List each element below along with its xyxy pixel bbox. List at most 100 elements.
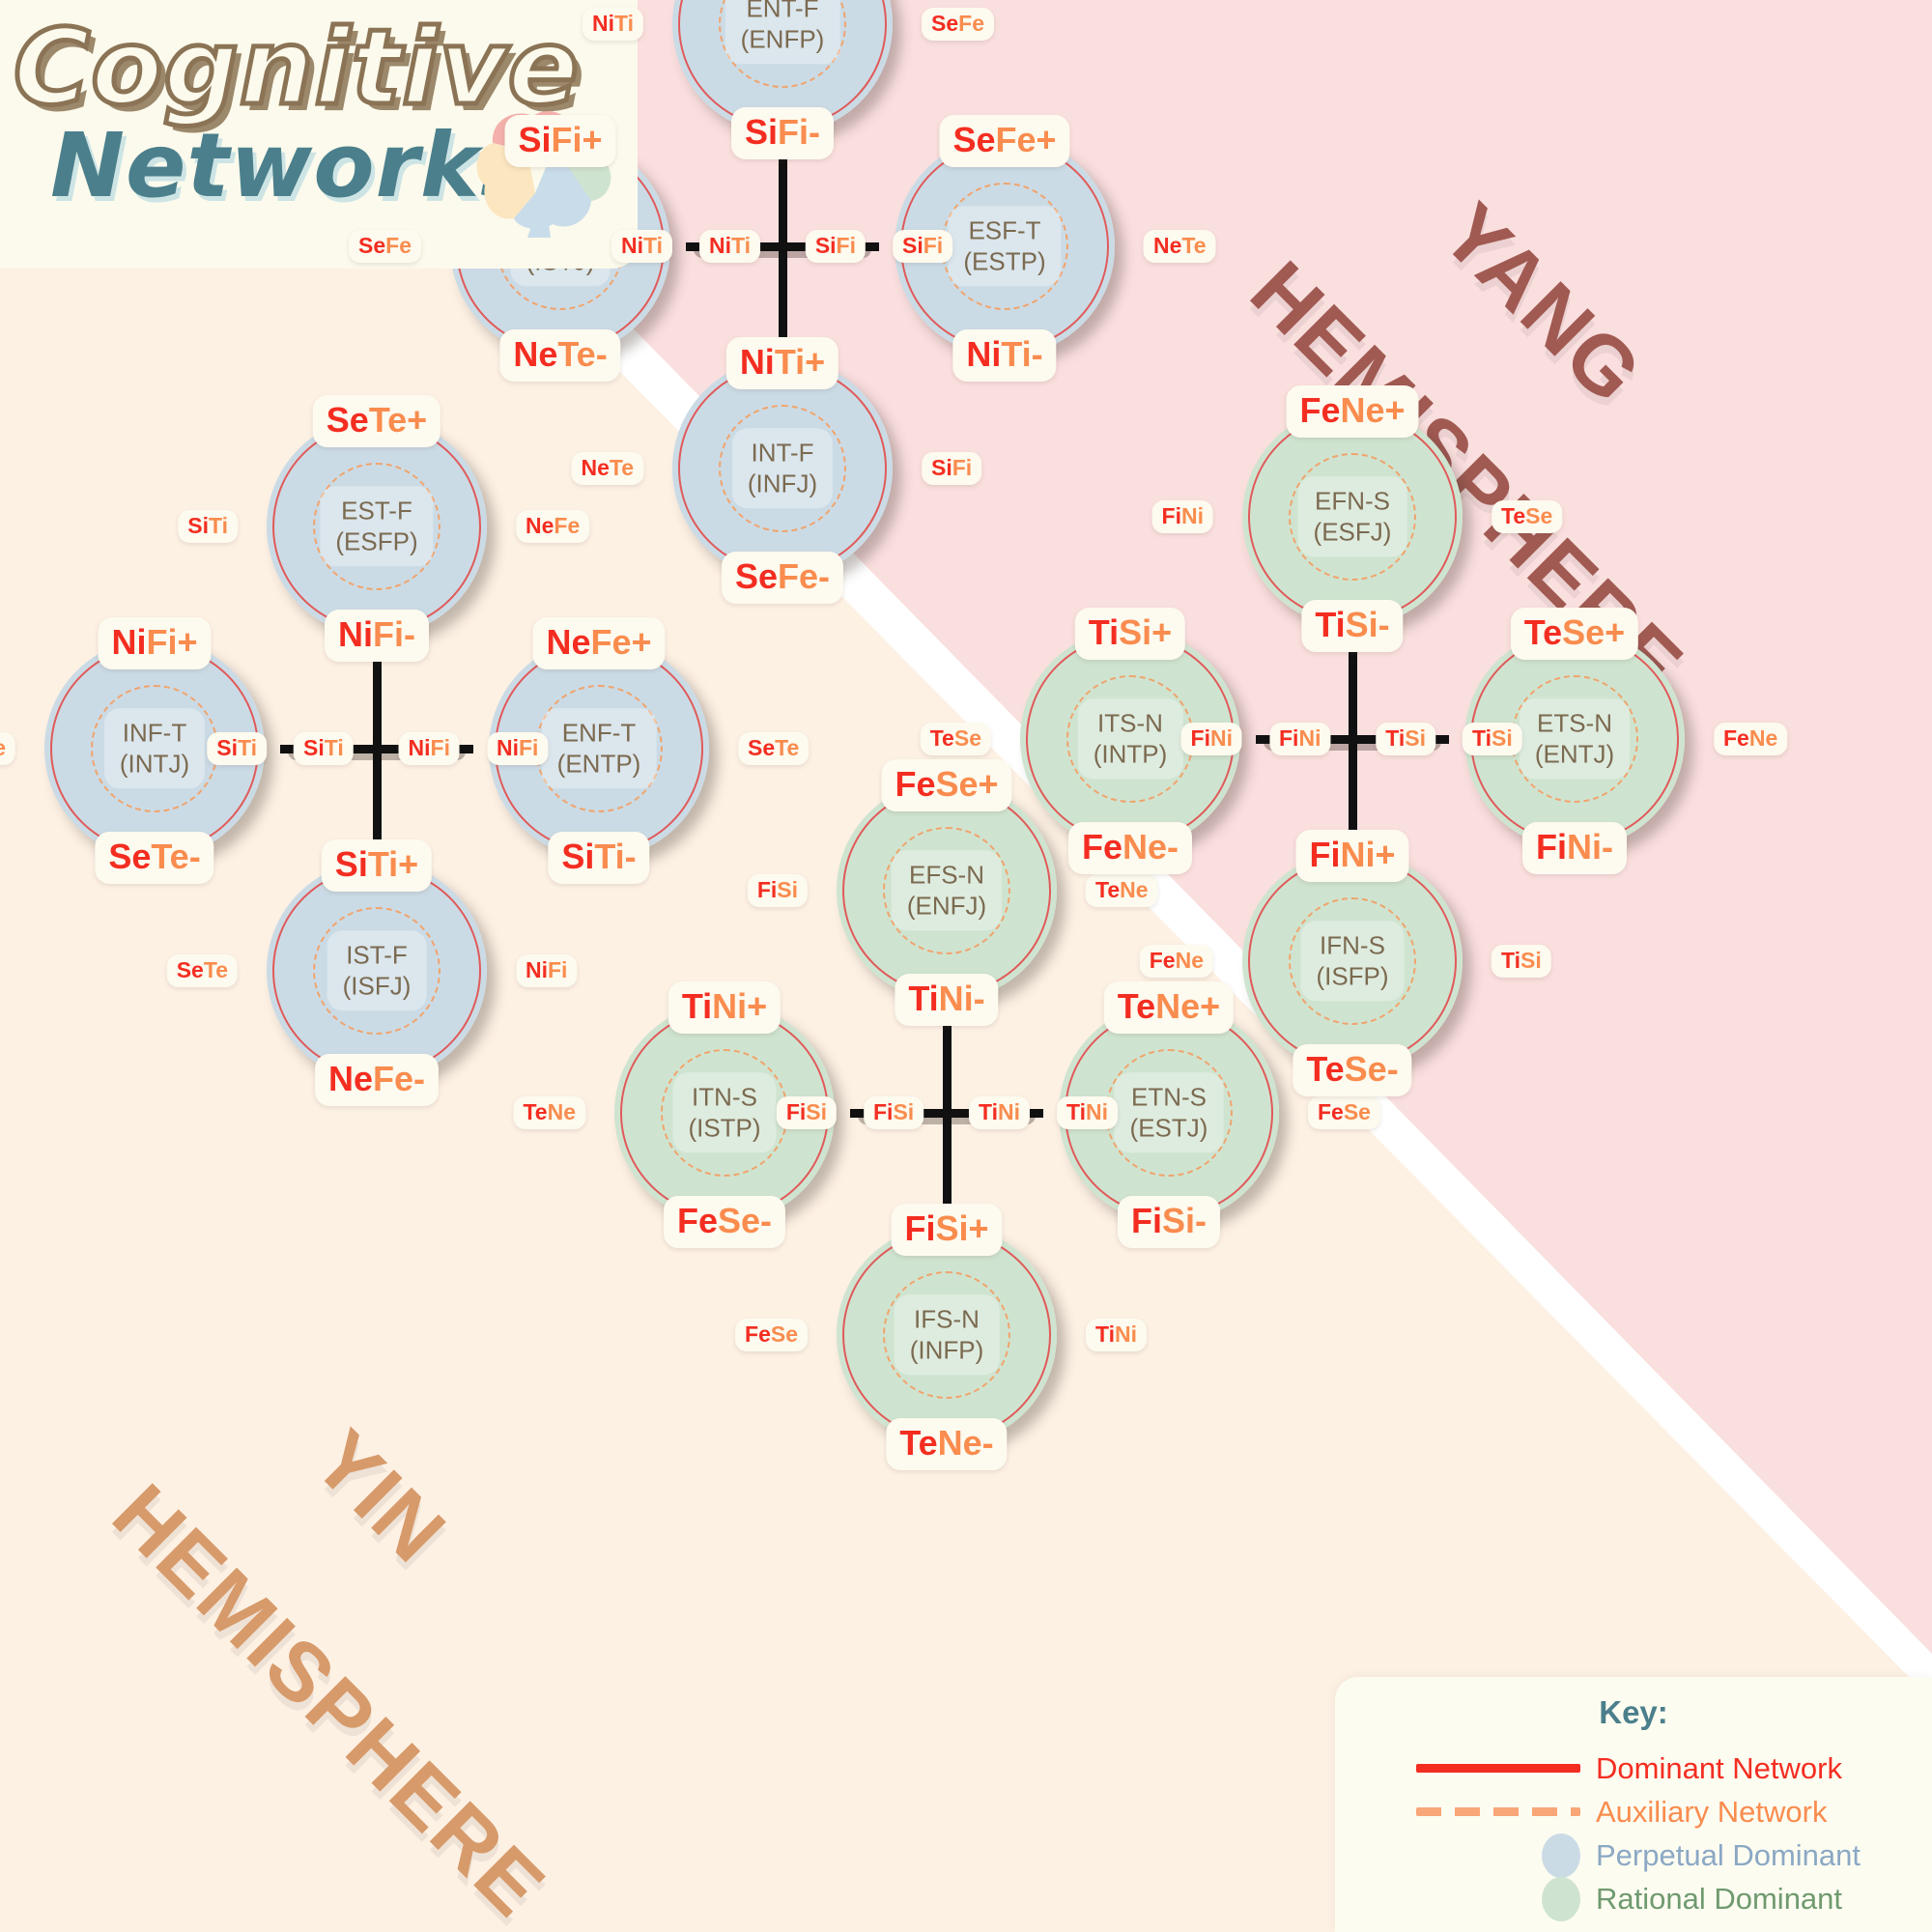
function-secondary: Te-: [151, 837, 201, 876]
node-bottom-label[interactable]: NiTi-: [952, 329, 1057, 382]
mbti-type: (ENTJ): [1534, 739, 1615, 768]
function-secondary: Ni+: [1340, 835, 1396, 874]
node-top-label[interactable]: NiFi+: [98, 617, 212, 669]
node-top-label[interactable]: TeSe+: [1510, 608, 1639, 660]
node-right-label[interactable]: NeFe: [516, 510, 590, 543]
node-left-label[interactable]: FeSe: [735, 1319, 808, 1351]
node-top-label[interactable]: FiNi+: [1295, 830, 1409, 882]
node-bottom-label[interactable]: NeFe-: [314, 1054, 440, 1106]
node-right-label[interactable]: SiFi: [922, 452, 982, 485]
node-right-label[interactable]: FeSe: [1308, 1096, 1380, 1129]
function-secondary: Fi-: [778, 112, 820, 152]
node-top-label[interactable]: SeTe+: [312, 395, 441, 447]
cross-left-label[interactable]: SiTi: [207, 732, 267, 765]
node-bottom-label[interactable]: NeTe-: [499, 329, 621, 382]
function-secondary: Se: [770, 1321, 798, 1347]
node-top-label[interactable]: FiSi+: [891, 1204, 1003, 1256]
node-right-label[interactable]: SiTi: [294, 732, 354, 765]
node-right-label[interactable]: TiSi: [1492, 945, 1551, 978]
function-secondary: Fe: [0, 735, 6, 760]
node-left-label[interactable]: NeFe: [0, 732, 15, 765]
node-right-label[interactable]: NiTi: [699, 230, 761, 263]
function-secondary: Ti: [208, 513, 228, 538]
node-left-label[interactable]: FiSi: [747, 874, 808, 907]
node-right-label[interactable]: NiFi: [516, 954, 578, 987]
node-left-label[interactable]: SeTe: [166, 954, 238, 987]
node-right-label[interactable]: FiNi: [1269, 723, 1331, 755]
network-code: EFN-S: [1314, 486, 1390, 516]
node-bottom-label[interactable]: TeNe-: [886, 1418, 1008, 1470]
cross-right-label[interactable]: SiFi: [893, 230, 953, 263]
node-top-label[interactable]: SiTi+: [321, 839, 433, 892]
cross-right-label[interactable]: TiSi: [1463, 723, 1522, 755]
function-primary: Ni: [338, 614, 374, 654]
function-secondary: Fi: [952, 455, 973, 480]
node-right-label[interactable]: NeTe: [1144, 230, 1216, 263]
key-row: Perpetual Dominant: [1335, 1833, 1915, 1878]
node-left-label[interactable]: SiTi: [178, 510, 238, 543]
node-right-label[interactable]: FiSi: [864, 1096, 924, 1129]
node-right-label[interactable]: TiNi: [1086, 1319, 1148, 1351]
node-top-label[interactable]: SiFi+: [504, 115, 616, 167]
node-right-label[interactable]: SeTe: [738, 732, 810, 765]
node-top-label[interactable]: SeFe+: [939, 115, 1070, 167]
function-secondary: Si: [893, 1099, 915, 1124]
node-top-label[interactable]: FeSe+: [881, 759, 1012, 811]
node-bottom-label[interactable]: FiSi-: [1117, 1196, 1221, 1248]
node-left-label[interactable]: NeTe: [571, 452, 643, 485]
node-left-label[interactable]: SiFi: [805, 230, 866, 263]
cross-left-label[interactable]: FiSi: [776, 1096, 837, 1129]
node-left-label[interactable]: NiTi: [582, 8, 643, 41]
function-secondary: Ti: [324, 735, 344, 760]
function-secondary: Ni: [1115, 1321, 1138, 1347]
node-top-label[interactable]: TeNe+: [1103, 981, 1235, 1034]
node-top-label[interactable]: NeFe+: [532, 617, 666, 669]
node-bottom-label[interactable]: TiSi-: [1301, 600, 1404, 652]
node-left-label[interactable]: FiNi: [1151, 500, 1213, 533]
function-secondary: Ne: [1120, 877, 1149, 902]
node-left-label[interactable]: TeNe: [513, 1096, 585, 1129]
node-bottom-label[interactable]: NiFi-: [325, 610, 429, 662]
node-top-label[interactable]: TiSi+: [1074, 608, 1186, 660]
node-center-label: ITS-N(INTP): [1077, 698, 1183, 780]
node-top-label[interactable]: TiNi+: [668, 981, 781, 1034]
node-left-label[interactable]: SeFe: [349, 230, 421, 263]
node-bottom-label[interactable]: TeSe-: [1293, 1044, 1412, 1096]
cross-right-label[interactable]: NiFi: [487, 732, 549, 765]
node-left-label[interactable]: NiFi: [398, 732, 460, 765]
node-top-label[interactable]: NiTi+: [725, 337, 839, 389]
cluster-cross: SiTi NiFi: [207, 652, 549, 845]
node-bottom-label[interactable]: FeSe-: [663, 1196, 786, 1248]
node-right-label[interactable]: SeFe: [922, 8, 994, 41]
node-bottom-label[interactable]: SeFe-: [721, 552, 844, 604]
network-node-INTJ[interactable]: INF-T(INTJ)NiFi+SeTe-NeFeSiTi: [0, 617, 354, 884]
node-bottom-label[interactable]: SiTi-: [548, 832, 650, 884]
node-bottom-label[interactable]: FiNi-: [1522, 822, 1627, 874]
node-bottom-label[interactable]: TiNi-: [895, 974, 999, 1026]
function-primary: Se: [358, 233, 386, 258]
node-right-label[interactable]: TeNe: [1086, 874, 1158, 907]
node-right-label[interactable]: FeNe: [1714, 723, 1788, 755]
function-primary: Ni: [620, 233, 643, 258]
node-bottom-label[interactable]: SiFi-: [731, 107, 834, 159]
cross-right-label[interactable]: TiNi: [1057, 1096, 1119, 1129]
node-bottom-label[interactable]: FeNe-: [1067, 822, 1193, 874]
node-left-label[interactable]: FeNe: [1139, 945, 1213, 978]
node-left-label[interactable]: TiNi: [968, 1096, 1030, 1129]
node-left-label[interactable]: TiSi: [1376, 723, 1435, 755]
node-bottom-label[interactable]: SeTe-: [95, 832, 214, 884]
node-left-label[interactable]: TeSe: [920, 723, 991, 755]
site-logo: Cognitive Networks: [0, 0, 638, 269]
cross-left-label[interactable]: NiTi: [611, 230, 672, 263]
node-right-label[interactable]: TeSe: [1492, 500, 1563, 533]
cross-left-label[interactable]: FiNi: [1180, 723, 1242, 755]
node-top-label[interactable]: FeNe+: [1286, 385, 1419, 438]
